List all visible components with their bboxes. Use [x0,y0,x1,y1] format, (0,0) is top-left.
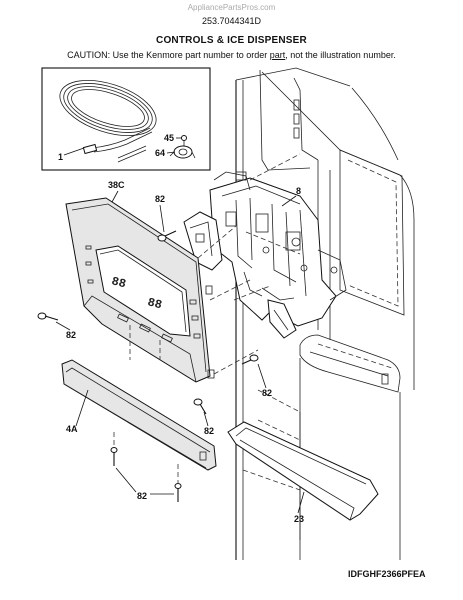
callout-82-mid: 82 [204,426,214,436]
callout-23: 23 [294,514,304,524]
screw-82-bottom-b [174,483,182,502]
trim-strip [61,359,217,471]
control-panel: 88 88 [65,197,215,383]
callout-82-top: 82 [155,194,165,204]
screw-82-left [37,312,59,321]
screw-82-bottom-a [110,447,118,466]
diagram-part-number: 253.7044341D [201,16,262,26]
screw-82-right [241,354,259,365]
inset-box: 1 45 64 [41,67,211,171]
diagram-title: CONTROLS & ICE DISPENSER [156,35,307,46]
small-screw [181,135,187,146]
caution-text-after: , not the illustration number. [285,50,396,60]
caution-part-link[interactable]: part [269,50,286,60]
screw-82-mid [193,398,207,415]
tube-clip [169,145,196,159]
callout-82-right: 82 [262,388,272,398]
dispenser-housing [183,171,347,339]
caution-text-before: CAUTION: Use the Kenmore part number to … [67,50,270,60]
callout-82-left: 82 [66,330,76,340]
diagram-model-code: IDFGHF2366PFEA [348,569,426,579]
drip-tray [227,421,379,521]
water-tube-coil [59,80,157,163]
callout-8: 8 [296,186,301,196]
display-left-digits: 88 [110,274,127,291]
callout-1: 1 [58,152,63,162]
inset-frame [41,67,211,171]
screw-82-top [157,230,177,242]
callout-45: 45 [164,133,174,143]
callout-38c: 38C [108,180,125,190]
caution-note: CAUTION: Use the Kenmore part number to … [0,50,463,60]
watermark: AppliancePartsPros.com [187,3,276,12]
callout-4a: 4A [66,424,78,434]
display-right-digits: 88 [146,295,163,312]
callout-82-bottom: 82 [137,491,147,501]
control-buttons [85,245,201,343]
callout-64: 64 [155,148,165,158]
